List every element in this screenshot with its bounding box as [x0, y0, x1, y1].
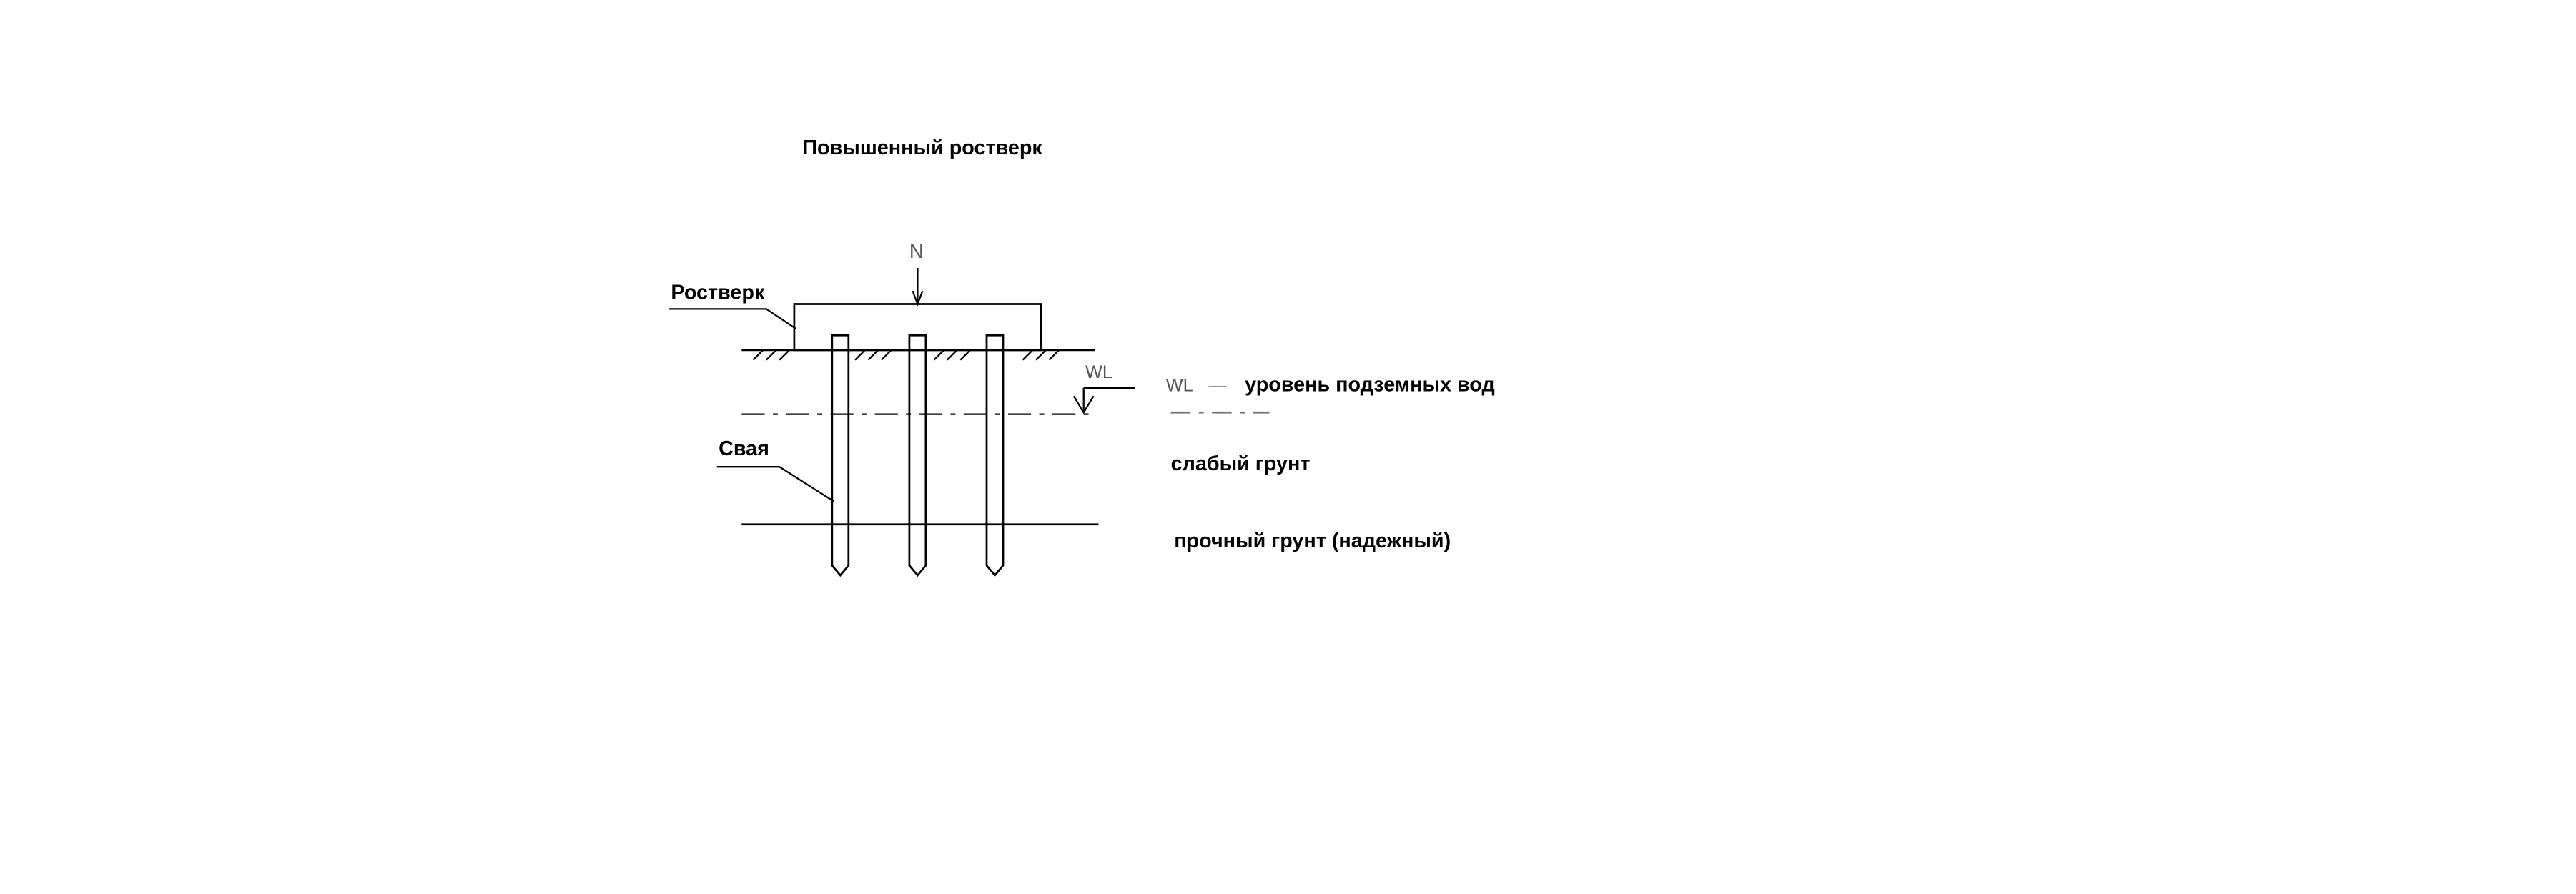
water-level-mark-label: WL [1085, 362, 1112, 382]
pile-leader [716, 466, 834, 502]
pile-1 [831, 334, 850, 577]
pile-3 [985, 334, 1005, 577]
water-level-label: уровень подземных вод [1245, 373, 1495, 396]
legend-dash: — [1209, 375, 1228, 395]
pile-2 [908, 334, 927, 577]
strong-soil-label: прочный грунт (надежный) [1174, 530, 1451, 552]
diagram-title: Повышенный ростверк [802, 136, 1042, 159]
grillage-label: Ростверк [671, 282, 765, 304]
weak-soil-label: слабый грунт [1171, 452, 1311, 475]
ground-hatching [752, 349, 1060, 361]
grillage-leader [669, 308, 796, 329]
pile-label: Свая [719, 437, 769, 460]
legend-wl-symbol: WL [1166, 375, 1193, 395]
load-label: N [909, 240, 924, 262]
